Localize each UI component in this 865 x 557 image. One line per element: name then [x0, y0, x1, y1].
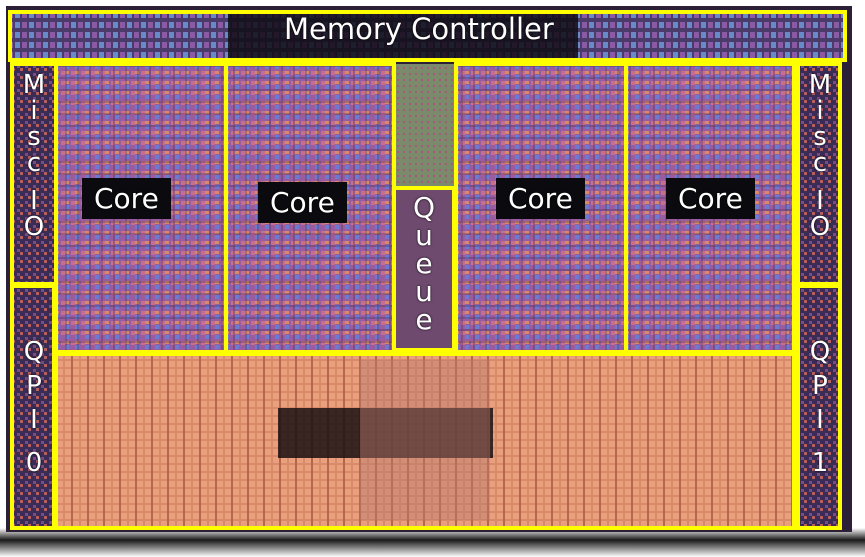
qpi-1-label: Q P I 1 — [809, 337, 831, 479]
misc-io-right-label: M i s c I O — [808, 70, 832, 242]
core-2-label: Core — [258, 182, 347, 223]
misc-io-left-label: M i s c I O — [22, 70, 46, 242]
core-1-label: Core — [82, 178, 171, 219]
queue-label: Q u e u e — [412, 191, 436, 336]
memory-controller-label: Memory Controller — [284, 12, 554, 46]
qpi-0-label: Q P I 0 — [23, 337, 45, 479]
core-3-label: Core — [496, 178, 585, 219]
core-4-label: Core — [666, 178, 755, 219]
